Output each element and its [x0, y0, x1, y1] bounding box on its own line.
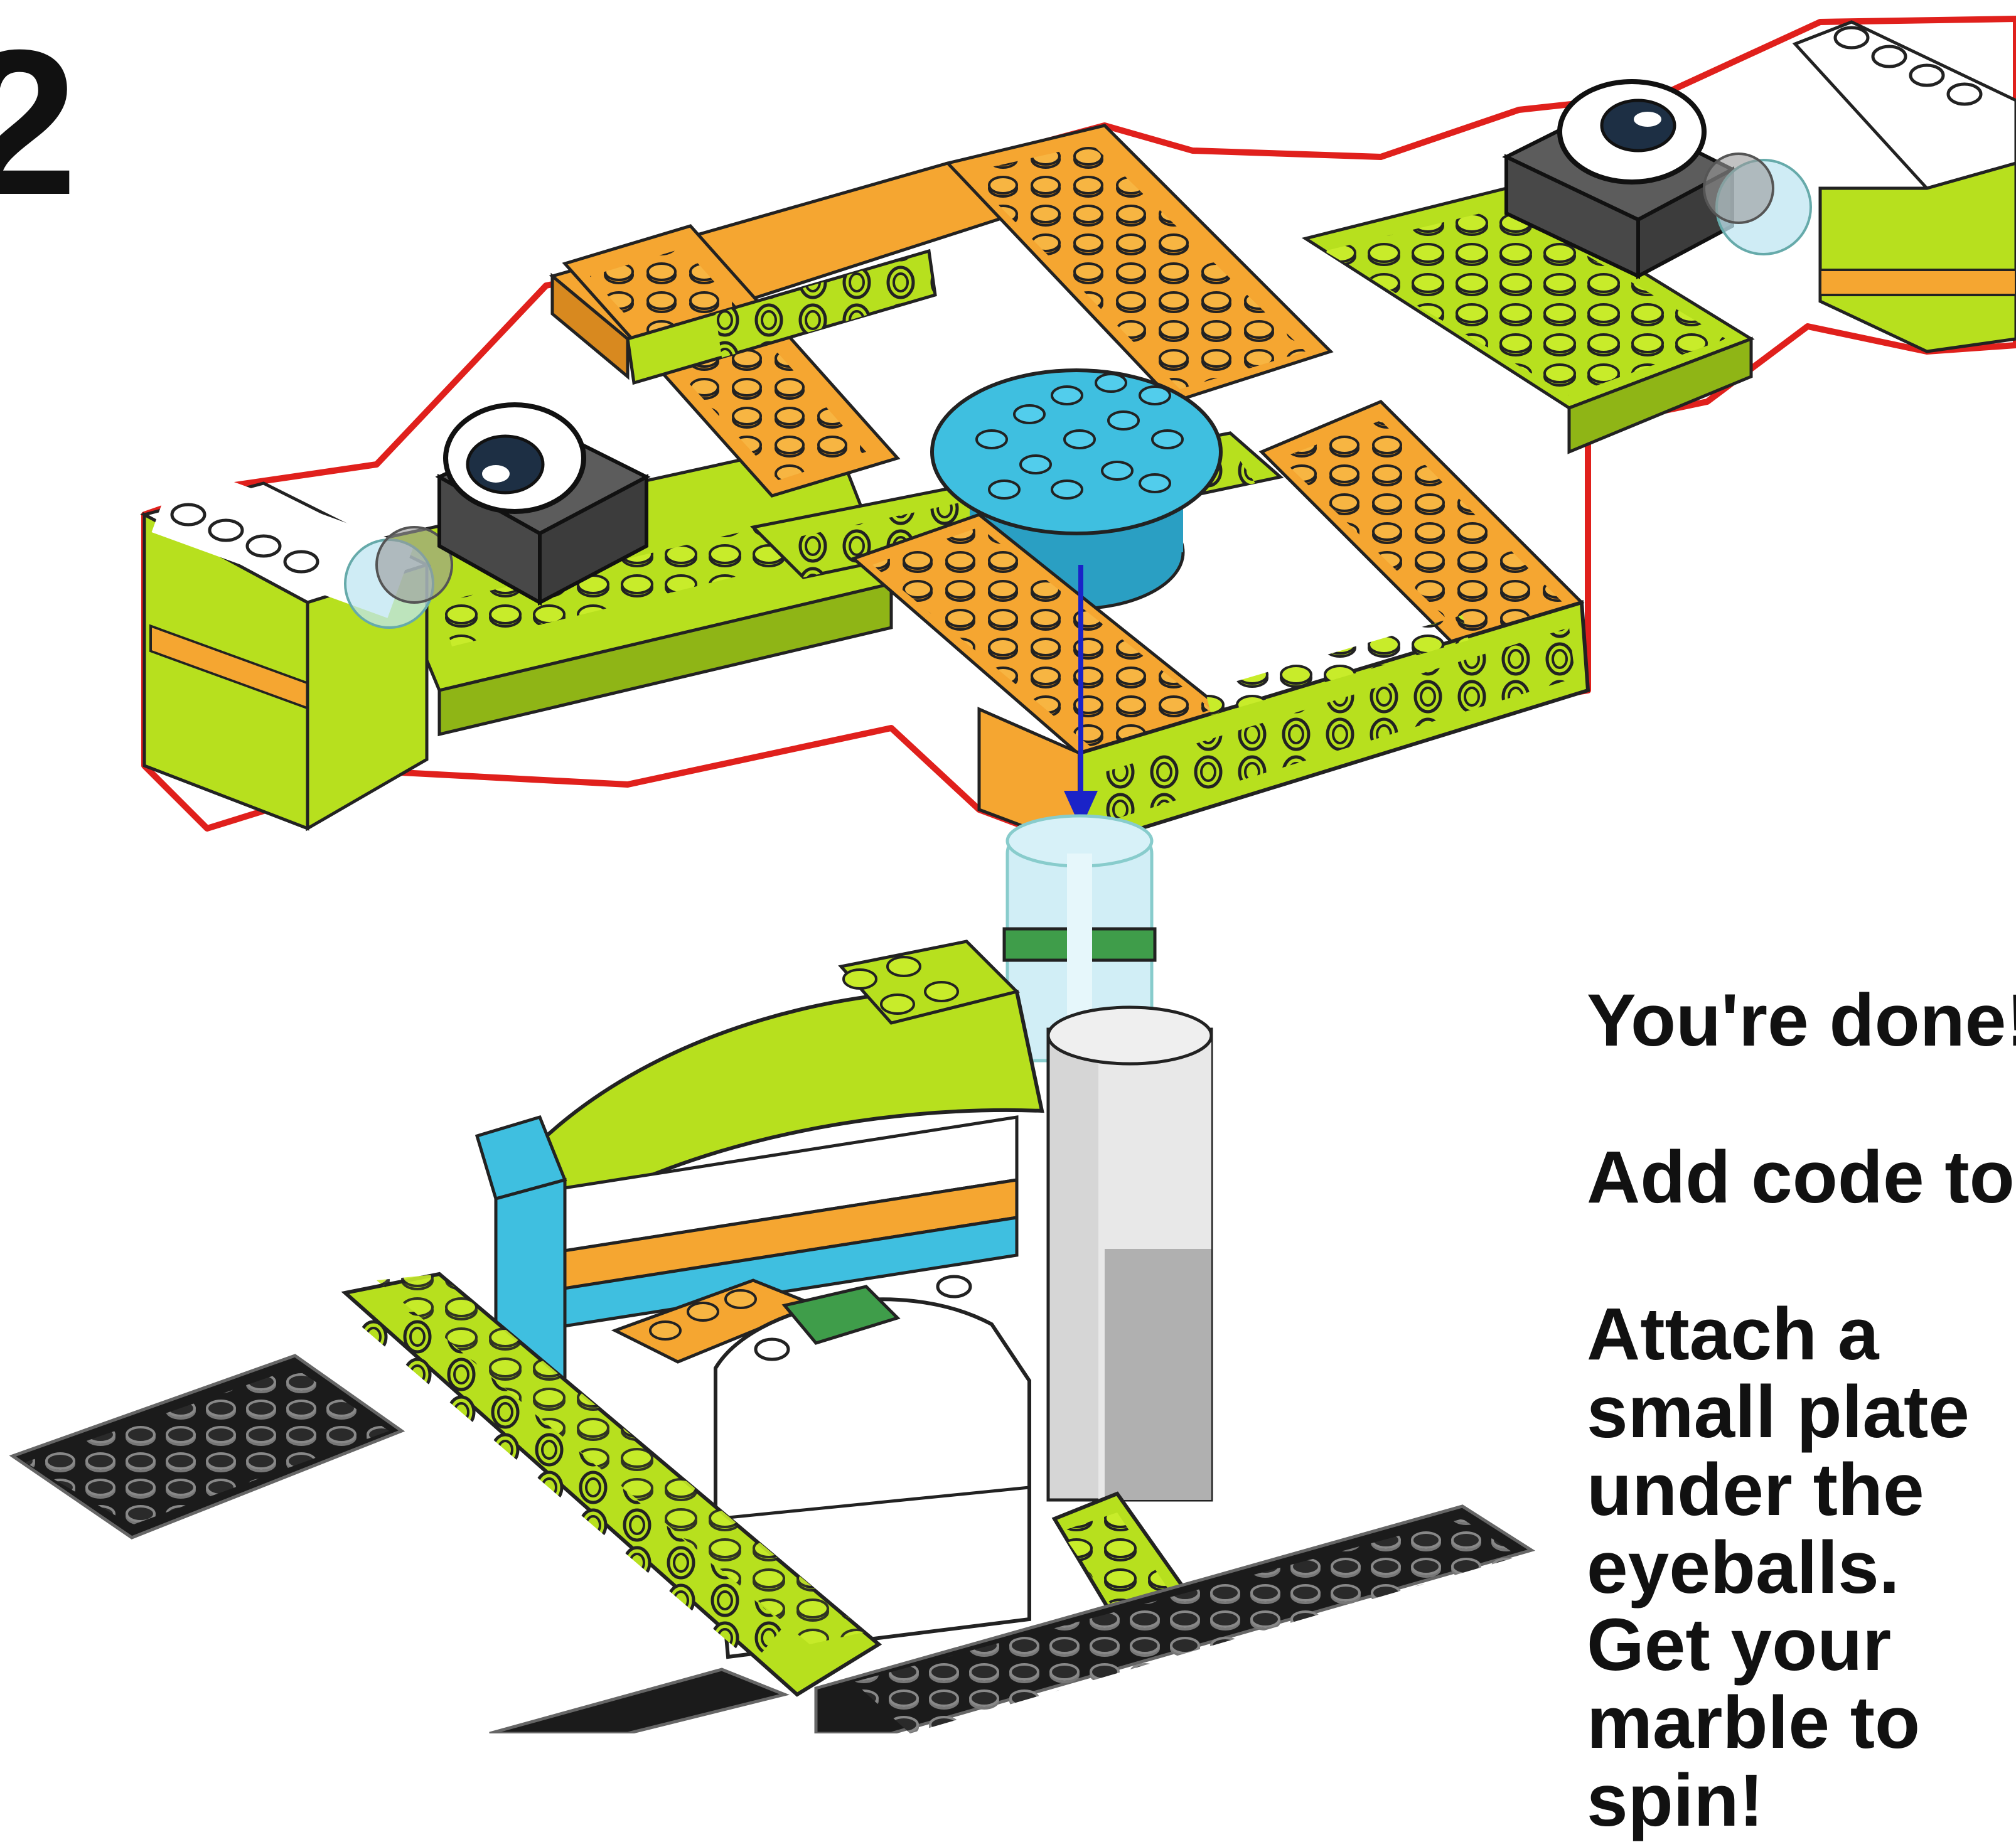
instruction-done: You're done!: [1587, 982, 2016, 1060]
instruction-spin: Get your marble to spin!: [1587, 1607, 2016, 1840]
instruction-add-code: Add code to: [1587, 1139, 2016, 1217]
instruction-page: 2: [0, 0, 2016, 1733]
instruction-attach-plate: Attach a small plate under the eyeballs.: [1587, 1296, 2016, 1607]
base-model: [13, 941, 1531, 1733]
